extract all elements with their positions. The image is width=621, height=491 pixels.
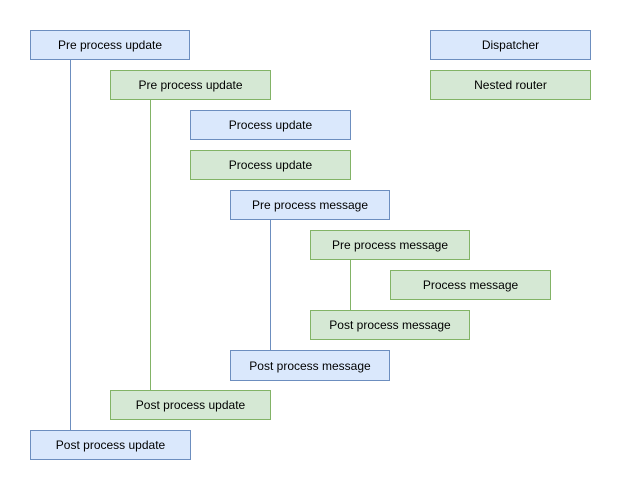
lifeline-router-message xyxy=(350,260,351,310)
node-dispatcher-pre-process-update: Pre process update xyxy=(30,30,190,60)
node-dispatcher-post-process-message: Post process message xyxy=(230,350,390,381)
node-router-post-process-update: Post process update xyxy=(110,390,271,420)
legend-nested-router: Nested router xyxy=(430,70,591,100)
lifeline-dispatcher-message xyxy=(270,220,271,350)
node-router-post-process-message: Post process message xyxy=(310,310,470,340)
legend-dispatcher: Dispatcher xyxy=(430,30,591,60)
node-router-process-message: Process message xyxy=(390,270,551,300)
node-router-pre-process-update: Pre process update xyxy=(110,70,271,100)
node-dispatcher-pre-process-message: Pre process message xyxy=(230,190,390,220)
node-router-process-update: Process update xyxy=(190,150,351,180)
lifeline-router-update xyxy=(150,100,151,390)
node-dispatcher-post-process-update: Post process update xyxy=(30,430,191,460)
node-router-pre-process-message: Pre process message xyxy=(310,230,470,260)
node-dispatcher-process-update: Process update xyxy=(190,110,351,140)
lifeline-dispatcher-update xyxy=(70,60,71,430)
